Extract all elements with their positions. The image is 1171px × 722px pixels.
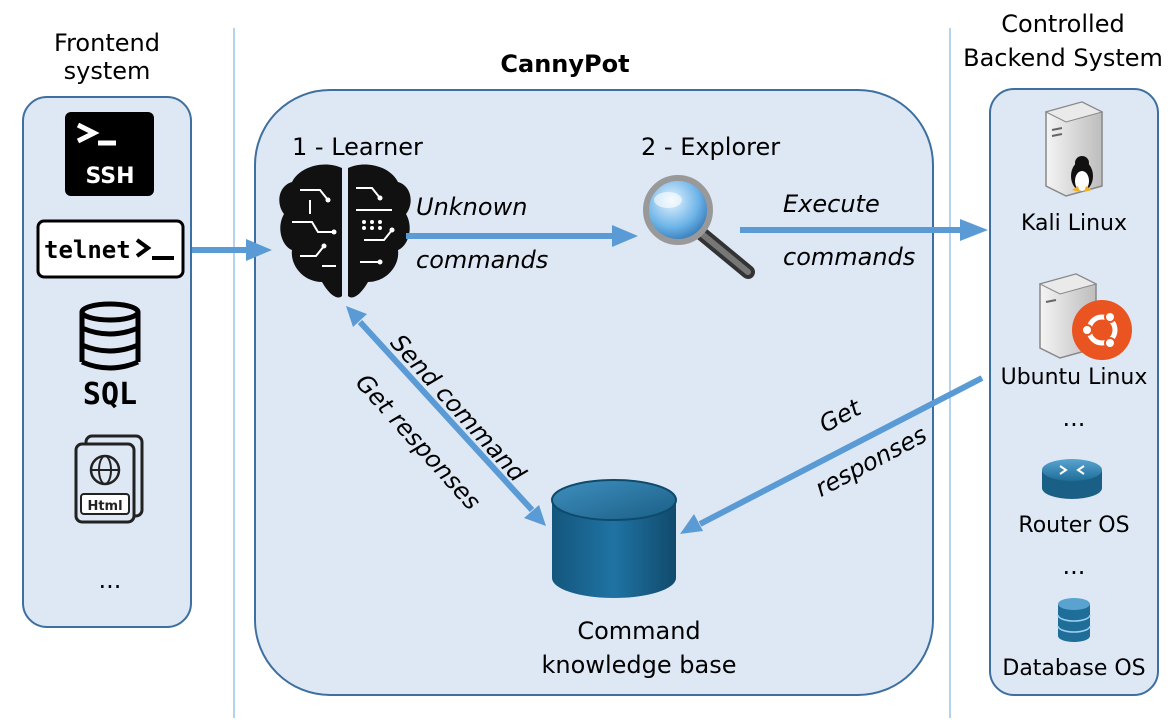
linux-server-icon <box>1044 101 1104 197</box>
ssh-icon-text: SSH <box>85 164 134 189</box>
backend-title-line2: Backend System <box>963 44 1163 72</box>
execute-commands-line2: commands <box>783 243 916 271</box>
frontend-title-line1: Frontend <box>54 29 160 57</box>
explorer-label: 2 - Explorer <box>641 133 781 161</box>
frontend-title-line2: system <box>63 57 151 85</box>
router-os-label: Router OS <box>1018 513 1130 538</box>
telnet-icon: telnet <box>36 219 185 279</box>
router-icon <box>1042 459 1102 499</box>
unknown-commands-line2: commands <box>416 246 549 274</box>
ubuntu-linux-label: Ubuntu Linux <box>1000 365 1148 390</box>
kali-linux-label: Kali Linux <box>1020 211 1127 236</box>
html-document-icon: Html <box>74 434 144 524</box>
explorer-to-backend-arrow <box>740 219 988 241</box>
backend-ellipsis-1: ... <box>1062 404 1086 432</box>
learner-knowledge-base-bidirectional-arrow <box>346 306 546 526</box>
cannypot-title: CannyPot <box>500 50 630 78</box>
frontend-to-learner-arrow <box>192 239 272 261</box>
execute-commands-line1: Execute <box>783 190 880 218</box>
backend-panel <box>989 88 1159 696</box>
knowledge-base-database-icon <box>551 479 677 598</box>
database-os-label: Database OS <box>1002 656 1146 681</box>
backend-title: Controlled Backend System <box>955 10 1171 72</box>
ubuntu-server-icon <box>1038 273 1132 360</box>
telnet-icon-text: telnet <box>44 236 131 264</box>
frontend-title: Frontend system <box>23 29 191 85</box>
frontend-ellipsis: ... <box>98 566 122 594</box>
cannypot-panel <box>254 89 934 696</box>
backend-ellipsis-2: ... <box>1062 552 1086 580</box>
backend-title-line1: Controlled <box>1001 10 1125 38</box>
html-icon-text: Html <box>87 499 122 514</box>
knowledge-base-line1: Command <box>577 617 701 645</box>
database-server-icon <box>1057 598 1091 642</box>
learner-to-explorer-arrow <box>406 225 638 247</box>
brain-icon <box>279 164 411 298</box>
sql-database-icon: SQL <box>79 301 141 412</box>
knowledge-base-line2: knowledge base <box>541 651 737 679</box>
unknown-commands-line1: Unknown <box>416 193 528 221</box>
sql-icon-text: SQL <box>83 377 137 412</box>
magnifying-glass-icon <box>643 175 755 279</box>
knowledge-base-label: Command knowledge base <box>514 617 764 679</box>
ssh-terminal-icon: SSH <box>65 112 154 196</box>
backend-to-knowledge-base-arrow <box>680 375 984 534</box>
learner-label: 1 - Learner <box>292 133 423 161</box>
